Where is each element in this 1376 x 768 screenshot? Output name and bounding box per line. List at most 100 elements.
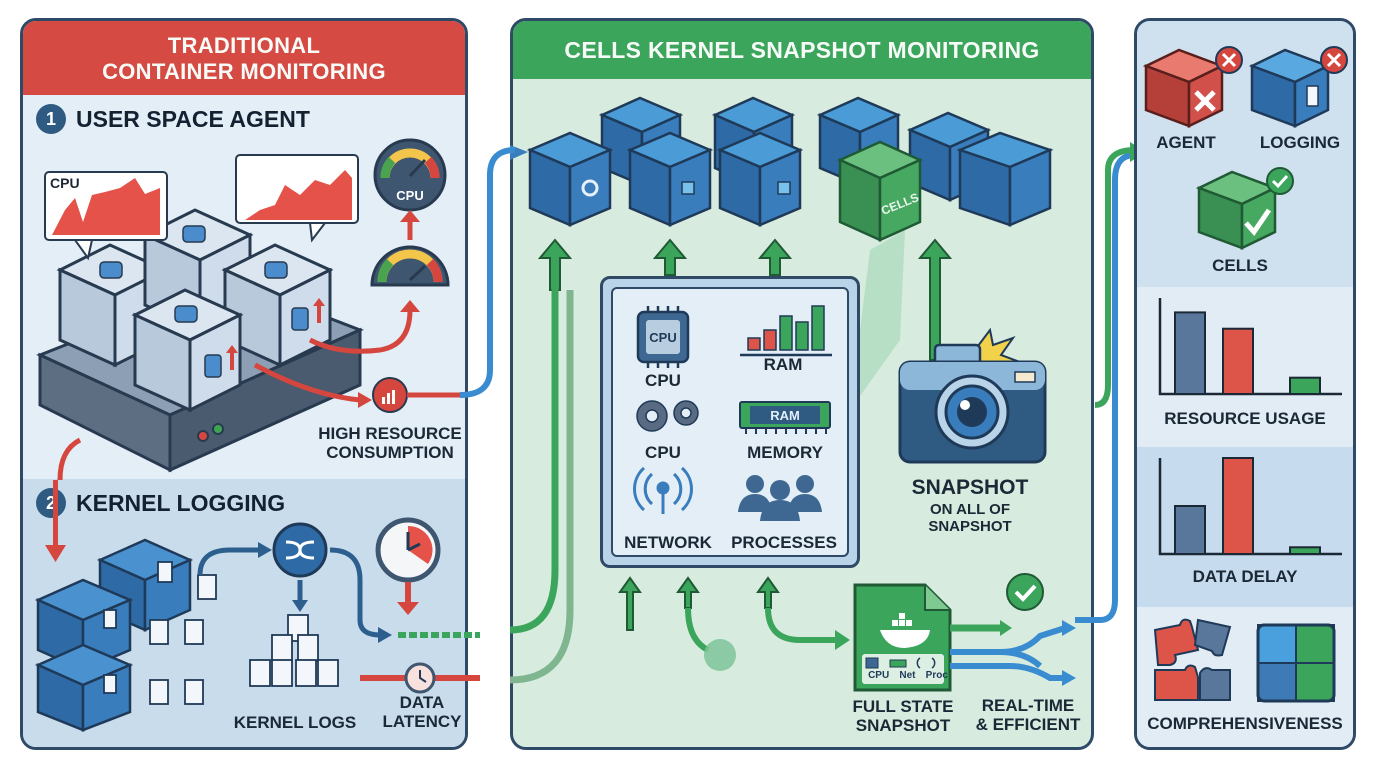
snapshot-sub-line-2: SNAPSHOT — [928, 517, 1012, 535]
metric-label-memory: MEMORY — [747, 443, 823, 462]
comprehensiveness-label: COMPREHENSIVENESS — [1147, 714, 1343, 733]
label-line-1: DATA — [399, 693, 445, 712]
cpu-chip-text: CPU — [649, 330, 676, 345]
green-up-arrow-bottom — [618, 576, 780, 631]
metrics-icons: CPU RAM — [633, 305, 832, 521]
step-label: USER SPACE AGENT — [76, 105, 310, 132]
cube-icon — [681, 181, 791, 195]
chart-axis — [1158, 298, 1342, 396]
label-line-2: LATENCY — [382, 711, 462, 731]
resource-usage-title: RESOURCE USAGE — [1164, 409, 1326, 428]
bar-logging — [1222, 457, 1254, 555]
gauge-icon — [370, 245, 450, 287]
metric-label-cpu: CPU — [645, 371, 681, 390]
snapshot-beam — [850, 230, 905, 410]
step-number-badge: 1 — [36, 104, 66, 134]
cells-container-icon — [836, 140, 924, 242]
full-state-line-2: SNAPSHOT — [855, 715, 951, 735]
cpu-gauge-icon — [373, 138, 447, 212]
docker-whale-icon — [880, 613, 930, 648]
mini-label-cpu: CPU — [868, 670, 890, 681]
high-resource-consumption-label: HIGH RESOURCE CONSUMPTION — [310, 424, 470, 462]
green-up-arrow — [537, 238, 953, 361]
data-delay-title: DATA DELAY — [1192, 567, 1298, 586]
agent-container-failed — [1142, 48, 1226, 128]
snapshot-sub-line-1: ON ALL OF — [930, 501, 1010, 518]
bar-chart-icon — [740, 305, 832, 357]
cpu-chart-callout-2 — [235, 154, 359, 243]
x-badge-icon — [1215, 46, 1243, 74]
traditional-monitoring-header: TRADITIONAL CONTAINER MONITORING — [23, 21, 465, 95]
bar-agent — [1174, 311, 1206, 395]
kernel-logs-stack-icon — [249, 614, 339, 687]
bar-cells — [1289, 376, 1321, 395]
users-icon — [738, 475, 822, 521]
metric-label-processes: PROCESSES — [731, 533, 837, 552]
up-arrow-icon — [226, 298, 325, 370]
bar-logging — [1222, 327, 1254, 395]
robot-icon — [99, 225, 309, 378]
mini-labels: CPU Net Proc — [863, 670, 953, 681]
step-kernel-logging: 2 KERNEL LOGGING — [36, 488, 285, 518]
camera-icon — [898, 327, 1047, 464]
cells-label: CELLS — [1212, 256, 1268, 275]
header-line-2: CONTAINER MONITORING — [102, 59, 386, 84]
resource-usage-chart — [1158, 298, 1342, 396]
cells-container-ok — [1195, 170, 1279, 250]
status-containers — [1142, 46, 1348, 250]
step-user-space-agent: 1 USER SPACE AGENT — [36, 104, 310, 134]
metric-label-cpu-2: CPU — [645, 443, 681, 462]
full-state-line-1: FULL STATE — [852, 697, 954, 716]
latency-pipe — [360, 662, 480, 694]
high-resource-icon — [372, 377, 460, 413]
full-state-snapshot-icon — [853, 573, 1076, 692]
logging-label: LOGGING — [1259, 133, 1341, 152]
gear-icon — [581, 179, 599, 197]
mini-label-proc: Proc — [925, 670, 948, 681]
label-line-1: HIGH RESOURCE — [318, 424, 462, 443]
data-latency-label: DATA LATENCY — [374, 693, 470, 731]
cpu-chart-label: CPU — [50, 175, 80, 191]
kernel-logs-label: KERNEL LOGS — [233, 713, 357, 732]
x-badge-icon — [1320, 46, 1348, 74]
gears-icon — [636, 400, 699, 432]
realtime-line-1: REAL-TIME — [981, 696, 1075, 715]
agent-containers-illustration: CPU CPU — [36, 138, 460, 481]
ram-module-icon — [739, 401, 831, 434]
label-line-2: CONSUMPTION — [326, 442, 454, 462]
snapshot-title: SNAPSHOT — [911, 476, 1029, 499]
cpu-chip-icon — [636, 306, 690, 368]
rotating-node-icon — [704, 639, 736, 671]
logging-container-failed — [1248, 48, 1332, 128]
cpu-chart-callout — [44, 171, 168, 261]
chart-axis — [1158, 458, 1342, 556]
agent-label: AGENT — [1156, 133, 1216, 152]
check-badge-icon — [1266, 167, 1294, 195]
bar-cells — [1289, 546, 1321, 555]
metric-label-network: NETWORK — [624, 533, 712, 552]
header-line-1: TRADITIONAL — [167, 33, 321, 58]
snapshot-subtitle: ON ALL OF SNAPSHOT — [890, 501, 1050, 535]
data-delay-chart — [1158, 457, 1342, 556]
puzzle-illustration — [1153, 618, 1336, 703]
scattered-puzzle-icon — [1153, 618, 1232, 701]
complete-puzzle-icon — [1256, 623, 1336, 703]
step-label: KERNEL LOGGING — [76, 489, 286, 516]
shuffle-icon — [272, 522, 328, 578]
document-icon — [103, 561, 217, 705]
green-right-arrow — [835, 630, 850, 650]
metric-label-ram: RAM — [763, 355, 803, 374]
cells-monitoring-header: CELLS KERNEL SNAPSHOT MONITORING — [513, 21, 1091, 79]
red-down-arrow — [45, 480, 66, 562]
kernel-logging-illustration — [34, 480, 480, 732]
antenna-icon — [633, 466, 693, 514]
container-row-illustration: CELLS — [510, 96, 1054, 242]
step-number-badge: 2 — [36, 488, 66, 518]
realtime-line-2: & EFFICIENT — [975, 714, 1081, 734]
mini-label-net: Net — [899, 670, 916, 681]
center-flow-arrows — [509, 230, 953, 684]
gauge-label: CPU — [396, 188, 423, 203]
blue-arrows — [197, 547, 381, 638]
